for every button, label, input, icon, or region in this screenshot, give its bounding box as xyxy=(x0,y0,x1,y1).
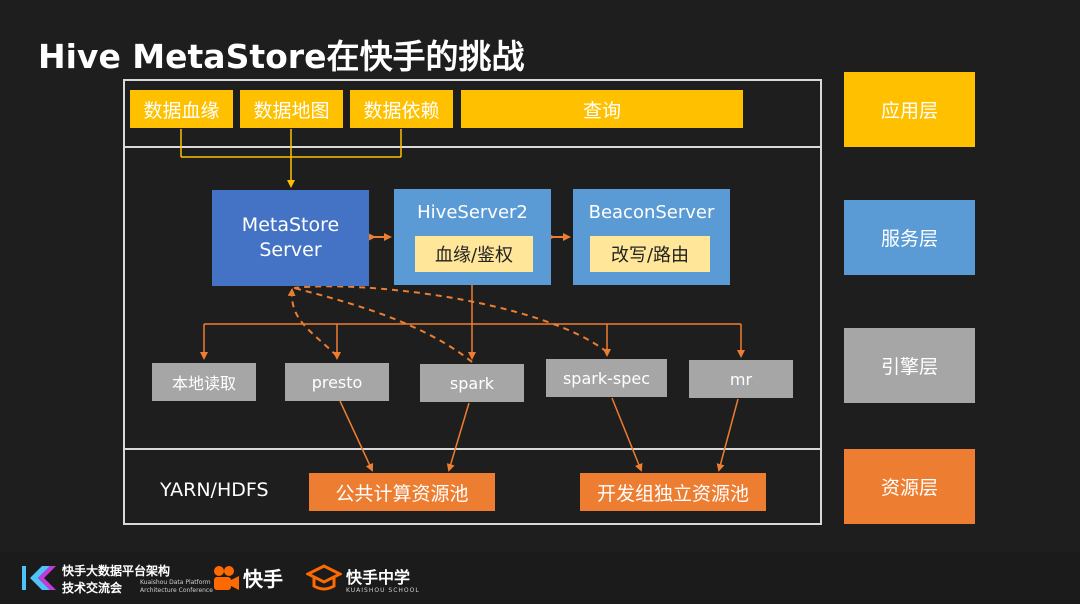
conference-en-line1: Kuaishou Data Platform xyxy=(140,579,211,586)
conference-en-line2: Architecture Conference xyxy=(140,587,213,594)
app-query: 查询 xyxy=(461,90,743,128)
hiveserver2-box: HiveServer2 血缘/鉴权 xyxy=(394,189,551,285)
layer-service: 服务层 xyxy=(844,200,975,275)
hiveserver2-lineage-auth: 血缘/鉴权 xyxy=(415,236,533,272)
beaconserver-box: BeaconServer 改写/路由 xyxy=(573,189,730,285)
app-data-lineage: 数据血缘 xyxy=(130,90,233,128)
layer-application: 应用层 xyxy=(844,72,975,147)
app-data-map: 数据地图 xyxy=(240,90,343,128)
dev-team-pool: 开发组独立资源池 xyxy=(580,473,766,511)
engines-to-resource-connector xyxy=(339,397,739,472)
engines-to-metastore-dashed xyxy=(287,285,608,363)
layer-engine: 引擎层 xyxy=(844,328,975,403)
engine-spark-spec: spark-spec xyxy=(546,359,667,397)
service-resource-divider xyxy=(123,448,822,450)
engine-mr: mr xyxy=(689,360,793,398)
yarn-hdfs-label: YARN/HDFS xyxy=(160,479,269,501)
metastore-server-label: MetaStore Server xyxy=(241,214,340,261)
public-compute-pool: 公共计算资源池 xyxy=(309,473,495,511)
engine-presto: presto xyxy=(285,363,389,401)
app-to-metastore-connector xyxy=(180,129,402,188)
footer-bar: 快手大数据平台架构 技术交流会 Kuaishou Data Platform A… xyxy=(0,552,1080,604)
app-service-divider xyxy=(123,146,822,148)
metastore-server-box: MetaStore Server xyxy=(212,190,369,286)
beaconserver-rewrite-route: 改写/路由 xyxy=(590,236,710,272)
hiveserver2-to-engines-connector xyxy=(200,285,745,360)
beaconserver-title: BeaconServer xyxy=(588,201,715,223)
hiveserver2-title: HiveServer2 xyxy=(417,201,528,223)
engine-local-read: 本地读取 xyxy=(152,363,256,401)
kuaishou-school-text: 快手中学 xyxy=(346,568,411,587)
kuaishou-brand-text: 快手 xyxy=(243,567,283,591)
page-title: Hive MetaStore在快手的挑战 xyxy=(38,37,525,76)
graduation-cap-logo-icon xyxy=(306,564,342,591)
engine-spark: spark xyxy=(420,364,524,402)
conference-title-line2: 技术交流会 xyxy=(62,581,123,595)
kuaishou-camera-logo-icon xyxy=(214,566,239,590)
kuaishou-school-en: KUAISHOU SCHOOL xyxy=(346,587,420,594)
app-data-dependency: 数据依赖 xyxy=(350,90,453,128)
layer-resource: 资源层 xyxy=(844,449,975,524)
conference-title-line1: 快手大数据平台架构 xyxy=(62,564,171,578)
kuaishou-conference-logo-icon xyxy=(22,566,56,590)
architecture-frame xyxy=(123,79,822,525)
